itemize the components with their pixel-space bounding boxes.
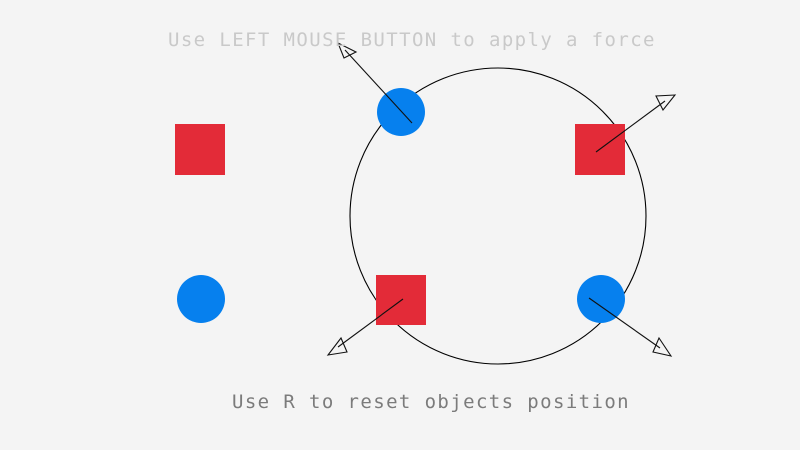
arrowhead-up-right <box>655 94 677 112</box>
blue-circle-bottom-right[interactable] <box>577 275 625 323</box>
blue-circle-bottom-left[interactable] <box>177 275 225 323</box>
arrowhead-down-left <box>326 336 348 356</box>
hint-text-reset-objects: Use R to reset objects position <box>232 391 631 413</box>
arrowhead-down-right <box>652 336 673 357</box>
blue-circle-top[interactable] <box>377 88 425 136</box>
force-arrow-red-square-top-right <box>595 94 677 153</box>
force-arrow-blue-circle-top <box>336 41 413 124</box>
boundary-circle <box>349 67 647 365</box>
hint-text-apply-force: Use LEFT MOUSE BUTTON to apply a force <box>168 29 656 51</box>
force-arrow-blue-circle-bottom-right <box>588 297 673 357</box>
force-arrow-red-square-bottom-center <box>326 298 404 356</box>
red-square-left[interactable] <box>175 124 225 175</box>
arrowhead-up-left <box>336 41 358 59</box>
